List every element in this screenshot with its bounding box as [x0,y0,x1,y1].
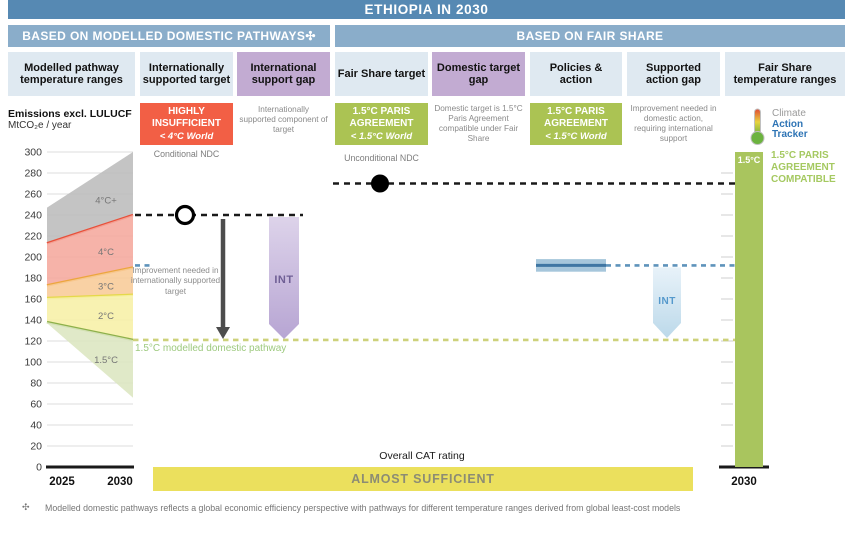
improvement-needed-note: Improvement needed in internationally su… [130,266,221,296]
paris-compatible-label: 1.5°C PARIS AGREEMENT COMPATIBLE [771,150,836,185]
section-header-modelled-domestic: BASED ON MODELLED DOMESTIC PATHWAYS✣ [8,25,330,47]
y-tick-label: 100 [24,357,42,369]
rating-world: < 1.5°C World [545,130,607,142]
temperature-band [47,322,133,398]
logo-action: Action [772,118,804,130]
column-header-domestic-target-gap: Domestic target gap [432,52,525,96]
conditional-ndc-label: Conditional NDC [153,149,220,159]
rating-box-policies-action: 1.5°C PARIS AGREEMENT < 1.5°C World [530,103,622,145]
y-tick-label: 300 [24,147,42,159]
y-tick-label: 140 [24,315,42,327]
y-tick-label: 40 [30,420,42,432]
y-tick-label: 20 [30,441,42,453]
overall-rating-value: ALMOST SUFFICIENT [153,467,693,491]
band-label: 4°C+ [95,195,117,206]
unconditional-ndc-marker [371,174,389,193]
x-tick-2025: 2025 [49,476,75,488]
y-tick-label: 260 [24,189,42,201]
y-tick-label: 240 [24,210,42,222]
x-tick-2030-right: 2030 [731,476,757,488]
rating-label: 1.5°C PARIS AGREEMENT [349,106,414,129]
temperature-band [47,294,133,340]
band-label: 4°C [98,247,114,258]
logo-tracker: Tracker [772,129,808,140]
modelled-pathway-label: 1.5°C modelled domestic pathway [135,343,287,354]
fair-share-15-bar [735,152,763,467]
column-header-fair-share-target: Fair Share target [335,52,428,96]
section-header-fair-share: BASED ON FAIR SHARE [335,25,845,47]
y-tick-label: 200 [24,252,42,264]
y-tick-label: 60 [30,399,42,411]
int-gap-label-purple: INT [274,274,294,286]
y-tick-label: 220 [24,231,42,243]
y-tick-label: 0 [36,462,42,474]
y-tick-label: 280 [24,168,42,180]
band-label: 3°C [98,281,114,292]
x-tick-2030-left: 2030 [107,476,133,488]
rating-box-fair-share-target: 1.5°C PARIS AGREEMENT < 1.5°C World [335,103,428,145]
overall-rating-caption: Overall CAT rating [379,450,465,462]
rating-label: HIGHLY INSUFFICIENT [152,106,221,129]
y-tick-label: 160 [24,294,42,306]
improvement-arrow-head [216,326,230,339]
conditional-ndc-marker [174,204,196,226]
y-axis-title: Emissions excl. LULUCF MtCO₂e / year [8,108,138,131]
column-header-fair-share-ranges: Fair Share temperature ranges [725,52,845,96]
emissions-label: Emissions excl. LULUCF [8,108,132,120]
unconditional-ndc-label: Unconditional NDC [344,153,419,163]
emissions-units: MtCO₂e / year [8,120,72,131]
temperature-band [47,152,133,244]
rating-box-internationally-supported: HIGHLY INSUFFICIENT < 4°C World [140,103,233,145]
note-international-support-gap: Internationally supported component of t… [239,105,328,134]
int-gap-label-blue: INT [658,296,676,307]
footnote-symbol: ✣ [22,502,30,512]
y-tick-label: 80 [30,378,42,390]
temperature-band [47,215,133,286]
column-header-supported-action-gap: Supported action gap [627,52,720,96]
rating-label: 1.5°C PARIS AGREEMENT [544,106,608,129]
footnote-text: Modelled domestic pathways reflects a gl… [45,503,681,513]
note-supported-action-gap: Improvement needed in domestic action, r… [630,104,717,143]
page-title: ETHIOPIA IN 2030 [8,0,845,19]
y-tick-label: 120 [24,336,42,348]
temperature-band [47,267,133,298]
column-header-internationally-supported-target: Internationally supported target [140,52,233,96]
band-label: 1.5°C [94,355,118,366]
band-label: 2°C [98,311,114,322]
fair-share-bar-label: 1.5°C [737,155,761,165]
note-domestic-target-gap: Domestic target is 1.5°C Paris Agreement… [434,104,523,143]
rating-world: < 4°C World [159,130,214,142]
international-support-gap-arrow [269,217,299,339]
logo-climate: Climate [772,108,806,119]
column-header-policies-action: Policies & action [530,52,622,96]
supported-action-gap-arrow [653,267,681,338]
column-header-international-support-gap: International support gap [237,52,330,96]
column-header-modelled-pathway-ranges: Modelled pathway temperature ranges [8,52,135,96]
y-tick-label: 180 [24,273,42,285]
thermometer-icon [750,108,765,145]
rating-world: < 1.5°C World [350,130,413,142]
